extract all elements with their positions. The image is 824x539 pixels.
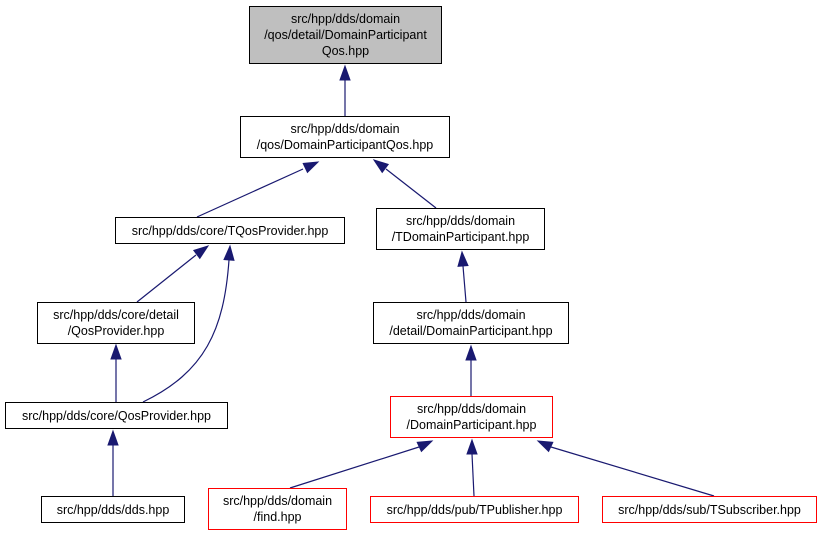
node-domainparticipantqos[interactable]: src/hpp/dds/domain /qos/DomainParticipan… <box>240 116 450 158</box>
edge-coreqos-to-tqos <box>142 259 230 403</box>
arrowhead-find-to-dp <box>416 440 434 453</box>
node-tqosprovider[interactable]: src/hpp/dds/core/TQosProvider.hpp <box>115 217 345 244</box>
node-text-line: src/hpp/dds/domain <box>290 122 400 136</box>
node-text-line: src/hpp/dds/sub/TSubscriber.hpp <box>618 502 801 517</box>
node-text-line: src/hpp/dds/domain <box>405 214 516 228</box>
arrowhead-dp-to-dpdetail <box>465 344 477 361</box>
arrowhead-coreqos-to-tqos <box>223 244 235 261</box>
node-dds[interactable]: src/hpp/dds/dds.hpp <box>41 496 185 523</box>
arrowhead-coreqos-to-coredetail <box>110 343 122 360</box>
arrowhead-coredetail-to-tqos <box>192 245 210 260</box>
node-text-line: src/hpp/dds/dds.hpp <box>56 502 170 517</box>
node-tpublisher[interactable]: src/hpp/dds/pub/TPublisher.hpp <box>370 496 579 523</box>
node-text-line: /QosProvider.hpp <box>67 324 165 338</box>
node-text-line: src/hpp/dds/domain <box>416 308 526 322</box>
node-text-line: /TDomainParticipant.hpp <box>391 230 530 244</box>
node-text-line: src/hpp/dds/domain <box>290 12 401 26</box>
node-domainparticipant[interactable]: src/hpp/dds/domain /DomainParticipant.hp… <box>390 396 553 438</box>
edge-tdp-to-qos <box>385 168 437 209</box>
arrowhead-dds-to-coreqos <box>107 429 119 446</box>
edge-find-to-dp <box>289 446 420 489</box>
node-text-line: src/hpp/dds/core/detail <box>53 308 179 322</box>
node-text-line: /qos/detail/DomainParticipant <box>264 28 427 42</box>
edge-tsub-to-dp <box>550 446 715 497</box>
node-text-line: src/hpp/dds/core/TQosProvider.hpp <box>131 223 329 238</box>
node-text-line: src/hpp/dds/domain <box>222 494 333 508</box>
arrowhead-qos-to-root <box>339 64 351 81</box>
node-text-line: src/hpp/dds/domain <box>416 402 527 416</box>
node-text-line: Qos.hpp <box>321 44 370 58</box>
node-tdomainparticipant[interactable]: src/hpp/dds/domain /TDomainParticipant.h… <box>376 208 545 250</box>
arrowhead-dpdetail-to-tdp <box>457 250 469 267</box>
node-text-line: /qos/DomainParticipantQos.hpp <box>256 138 434 152</box>
arrowhead-tsub-to-dp <box>536 440 554 453</box>
node-detail-domainparticipant[interactable]: src/hpp/dds/domain /detail/DomainPartici… <box>373 302 569 344</box>
node-domainparticipantqos-detail[interactable]: src/hpp/dds/domain /qos/detail/DomainPar… <box>249 6 442 64</box>
node-find[interactable]: src/hpp/dds/domain /find.hpp <box>208 488 347 530</box>
node-text-line: /find.hpp <box>253 510 302 524</box>
edge-coredetail-to-tqos <box>136 254 197 303</box>
arrowhead-tpub-to-dp <box>466 438 478 455</box>
arrowhead-tdp-to-qos <box>372 159 390 174</box>
node-core-detail-qosprovider[interactable]: src/hpp/dds/core/detail /QosProvider.hpp <box>37 302 195 344</box>
edge-tpub-to-dp <box>471 453 475 497</box>
node-text-line: /DomainParticipant.hpp <box>406 418 537 432</box>
edge-tqos-to-qos <box>196 168 304 218</box>
arrowhead-tqos-to-qos <box>302 161 320 174</box>
node-text-line: /detail/DomainParticipant.hpp <box>389 324 553 338</box>
node-text-line: src/hpp/dds/core/QosProvider.hpp <box>22 408 211 423</box>
node-tsubscriber[interactable]: src/hpp/dds/sub/TSubscriber.hpp <box>602 496 817 523</box>
node-core-qosprovider[interactable]: src/hpp/dds/core/QosProvider.hpp <box>5 402 228 429</box>
edge-dpdetail-to-tdp <box>462 265 467 303</box>
node-text-line: src/hpp/dds/pub/TPublisher.hpp <box>386 502 563 517</box>
